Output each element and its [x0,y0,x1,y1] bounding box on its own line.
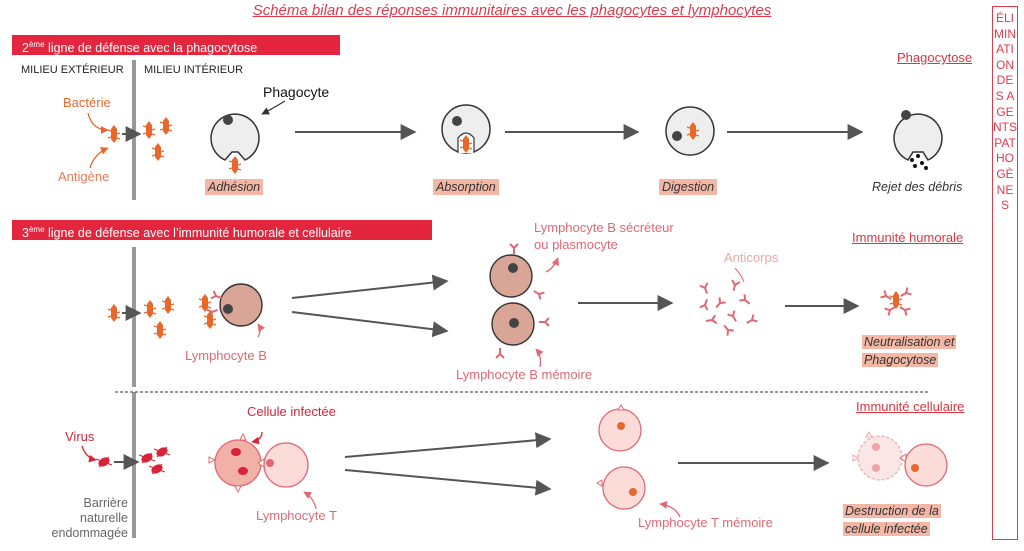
step-absorption: Absorption [433,179,499,195]
label-lymphocyte-b: Lymphocyte B [185,348,267,363]
barrier-line-middle [132,247,136,387]
antibodies-group [698,279,759,337]
banner-third-line: 3ème ligne de défense avec l’immunité hu… [12,220,432,240]
label-antigene: Antigène [58,169,110,184]
plasmocyte-cell [489,243,546,301]
label-lymphocyte-t-memoire: Lymphocyte T mémoire [638,515,773,530]
step-rejet: Rejet des débris [872,180,963,194]
label-barriere: Barrière naturelle endommagée [51,496,128,540]
phagocyte-absorption [441,104,491,154]
infected-cell-and-lymphocyte-t [208,432,309,494]
sidebar-box: ÉLIMINATION DES AGENTS PATHOGÈNES [992,6,1018,540]
label-lymphocyte-b-memoire: Lymphocyte B mémoire [456,367,593,382]
label-phagocytose: Phagocytose [897,50,973,65]
label-bacterie: Bactérie [63,95,111,110]
label-lymphocyte-b-secreteur: Lymphocyte B sécréteur ou plasmocyte [534,220,674,252]
label-phagocyte: Phagocyte [263,84,330,100]
lymphocyte-b-cell [198,283,263,330]
step-adhesion: Adhésion [205,179,264,195]
result-destruction: Destruction de la cellule infectée [843,504,941,536]
destroyed-cell [852,431,948,487]
label-immunite-humorale: Immunité humorale [852,230,964,245]
memory-b-cell [491,302,550,359]
page-title: Schéma bilan des réponses immunitaires a… [252,2,772,19]
memory-t-cell-bottom [596,466,646,510]
label-cellule-infectee: Cellule infectée [247,404,336,419]
label-virus: Virus [65,429,95,444]
barrier-line-top [132,60,136,200]
label-lymphocyte-t: Lymphocyte T [256,508,337,523]
label-milieu-exterieur: MILIEU EXTÉRIEUR [21,64,124,76]
label-anticorps: Anticorps [724,250,779,265]
sidebar-vertical-text: ÉLIMINATION DES AGENTS PATHOGÈNES [993,11,1017,213]
phagocyte-digestion [665,106,715,156]
result-neutralisation: Neutralisation et Phagocytose [862,335,957,367]
barrier-line-bottom [132,392,136,538]
label-milieu-interieur: MILIEU INTÉRIEUR [144,64,244,76]
memory-t-cell-top [598,404,642,452]
phagocyte-adhesion [210,113,260,175]
step-digestion: Digestion [659,179,718,195]
banner-second-line: 2ème ligne de défense avec la phagocytos… [12,35,340,55]
label-immunite-cellulaire: Immunité cellulaire [856,399,965,414]
phagocyte-rejet [893,110,943,170]
neutralised-complex [879,286,913,317]
